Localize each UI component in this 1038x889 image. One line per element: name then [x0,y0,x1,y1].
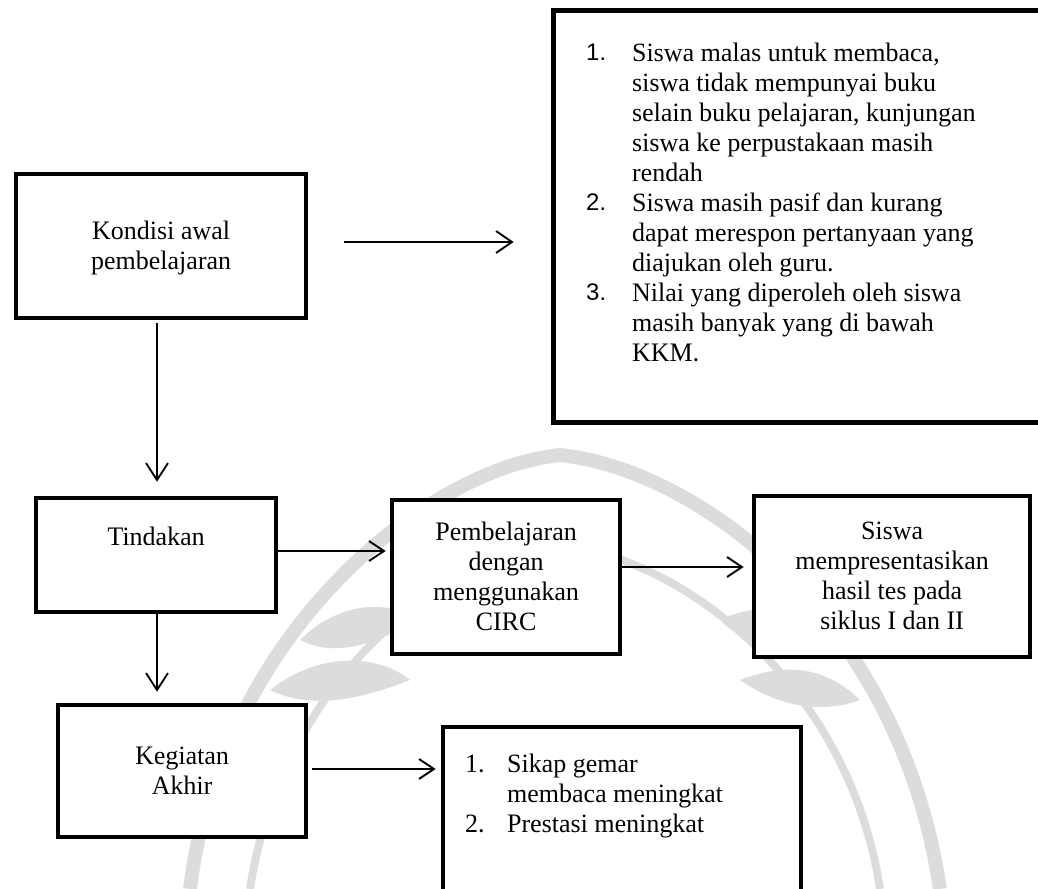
pembelajaran-line-1: Pembelajaran [435,517,577,546]
pembelajaran-circ-box: Pembelajaran dengan menggunakan CIRC [390,498,622,656]
hasil-item-2-number: 2. [465,809,485,838]
kegiatan-akhir-box: Kegiatan Akhir [56,703,308,839]
siswa-line-4: siklus I dan II [820,606,964,635]
hasil-item-1-number: 1. [465,749,485,778]
kondisi-awal-box: Kondisi awal pembelajaran [14,172,308,320]
masalah-item-2-line-3: diajukan oleh guru. [632,248,834,277]
masalah-item-1-line-1: Siswa malas untuk membaca, [632,38,940,67]
tindakan-box: Tindakan [34,496,278,614]
siswa-line-1: Siswa [860,516,924,545]
hasil-item-1-line-1: Sikap gemar [507,749,638,778]
pembelajaran-line-3: menggunakan [433,577,579,606]
masalah-item-1-number: 1. [586,39,607,66]
masalah-item-2: 2. Siswa masih pasif dan kurang dapat me… [556,188,1038,278]
pembelajaran-line-2: dengan [468,547,544,576]
masalah-item-2-line-2: dapat merespon pertanyaan yang [632,218,974,247]
hasil-item-2-line-1: Prestasi meningkat [507,809,705,838]
masalah-item-3-line-3: KKM. [632,338,700,367]
kegiatan-line-1: Kegiatan [135,741,229,770]
hasil-item-1-line-2: membaca meningkat [507,779,723,808]
masalah-item-1: 1. Siswa malas untuk membaca, siswa tida… [556,38,1038,188]
siswa-line-2: mempresentasikan [795,546,989,575]
kondisi-awal-line-1: Kondisi awal [92,216,230,245]
siswa-line-3: hasil tes pada [821,576,963,605]
masalah-item-3-line-2: masih banyak yang di bawah [632,308,934,337]
tindakan-label: Tindakan [107,522,205,551]
siswa-presentasi-box: Siswa mempresentasikan hasil tes pada si… [752,494,1032,659]
masalah-list-box: 1. Siswa malas untuk membaca, siswa tida… [551,8,1038,425]
masalah-item-2-line-1: Siswa masih pasif dan kurang [632,188,943,217]
hasil-list-box: 1. Sikap gemar membaca meningkat 2. Pres… [441,725,803,889]
kegiatan-line-2: Akhir [151,771,213,800]
masalah-item-1-line-4: siswa ke perpustakaan masih [632,128,934,157]
masalah-item-3-number: 3. [586,279,607,306]
masalah-item-1-line-5: rendah [632,158,703,187]
pembelajaran-line-4: CIRC [475,607,537,636]
masalah-item-1-line-2: siswa tidak mempunyai buku [632,68,937,97]
masalah-item-2-number: 2. [586,189,607,216]
masalah-item-1-line-3: selain buku pelajaran, kunjungan [632,98,976,127]
hasil-item-1: 1. Sikap gemar membaca meningkat [445,749,799,809]
hasil-item-2: 2. Prestasi meningkat [445,809,799,839]
kondisi-awal-line-2: pembelajaran [90,246,232,275]
masalah-item-3: 3. Nilai yang diperoleh oleh siswa masih… [556,278,1038,368]
masalah-item-3-line-1: Nilai yang diperoleh oleh siswa [632,278,962,307]
